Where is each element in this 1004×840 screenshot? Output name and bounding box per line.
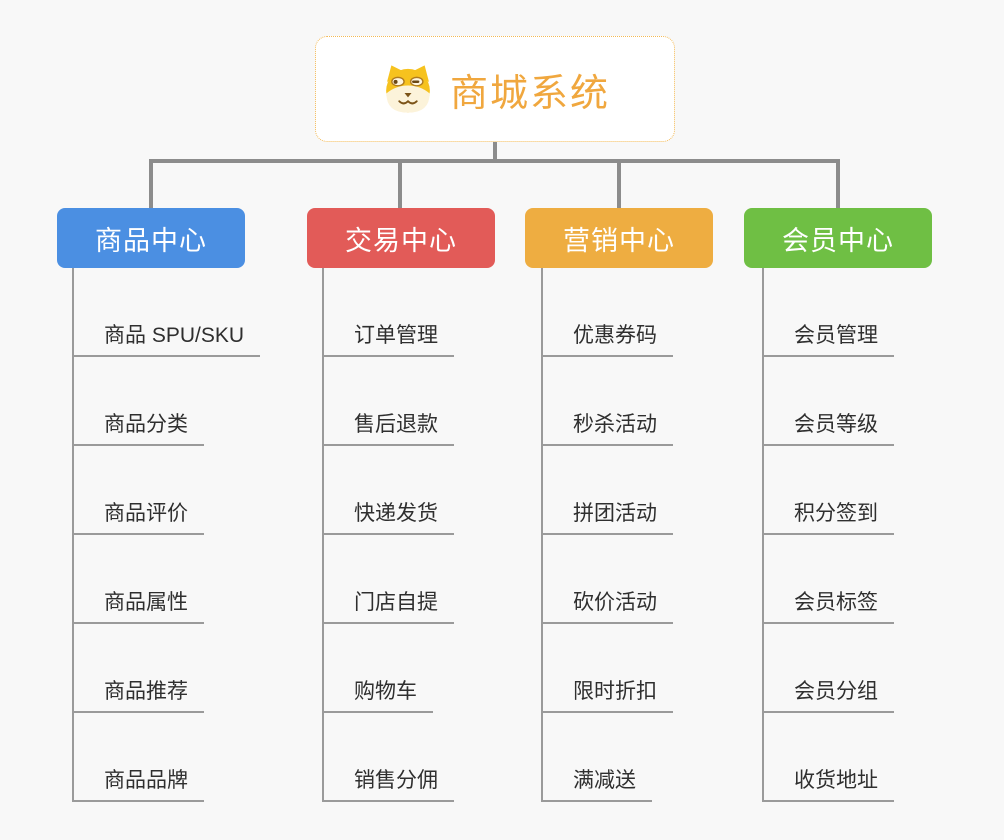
branch-drop-line xyxy=(836,159,840,208)
subtopic[interactable]: 会员分组 xyxy=(762,675,894,713)
subtopic[interactable]: 收货地址 xyxy=(762,764,894,802)
branch-drop-line xyxy=(617,159,621,208)
subtopic[interactable]: 积分签到 xyxy=(762,497,894,535)
branch-product-center[interactable]: 商品中心 xyxy=(57,208,245,268)
subtopic[interactable]: 拼团活动 xyxy=(541,497,673,535)
subtopic[interactable]: 商品 SPU/SKU xyxy=(72,319,261,357)
subtopic[interactable]: 会员管理 xyxy=(762,319,894,357)
subtopic[interactable]: 商品分类 xyxy=(72,408,204,446)
branch-drop-line xyxy=(398,159,402,208)
subtopic[interactable]: 订单管理 xyxy=(322,319,454,357)
branch-marketing-center[interactable]: 营销中心 xyxy=(525,208,713,268)
root-topic[interactable]: 商城系统 xyxy=(315,36,675,142)
branch-drop-line xyxy=(149,159,153,208)
subtopic[interactable]: 商品属性 xyxy=(72,586,204,624)
subtopic[interactable]: 购物车 xyxy=(322,675,433,713)
subtopic[interactable]: 商品推荐 xyxy=(72,675,204,713)
root-topic-label: 商城系统 xyxy=(449,72,610,115)
subtopic[interactable]: 门店自提 xyxy=(322,586,454,624)
subtopic[interactable]: 商品品牌 xyxy=(72,764,204,802)
subtopic[interactable]: 砍价活动 xyxy=(541,586,673,624)
branch-member-center[interactable]: 会员中心 xyxy=(744,208,932,268)
branch-connector-bar xyxy=(149,159,840,163)
subtopic[interactable]: 秒杀活动 xyxy=(541,408,673,446)
subtopic[interactable]: 会员等级 xyxy=(762,408,894,446)
subtopic[interactable]: 售后退款 xyxy=(322,408,454,446)
subtopic[interactable]: 快递发货 xyxy=(322,497,454,535)
branch-trade-center[interactable]: 交易中心 xyxy=(307,208,495,268)
subtopic[interactable]: 会员标签 xyxy=(762,586,894,624)
root-connector-stem xyxy=(493,142,497,163)
subtopic[interactable]: 商品评价 xyxy=(72,497,204,535)
subtopic[interactable]: 限时折扣 xyxy=(541,675,673,713)
subtopic[interactable]: 销售分佣 xyxy=(322,764,454,802)
subtopic[interactable]: 优惠券码 xyxy=(541,319,673,357)
subtopic[interactable]: 满减送 xyxy=(541,764,652,802)
dog-face-icon xyxy=(380,63,436,115)
